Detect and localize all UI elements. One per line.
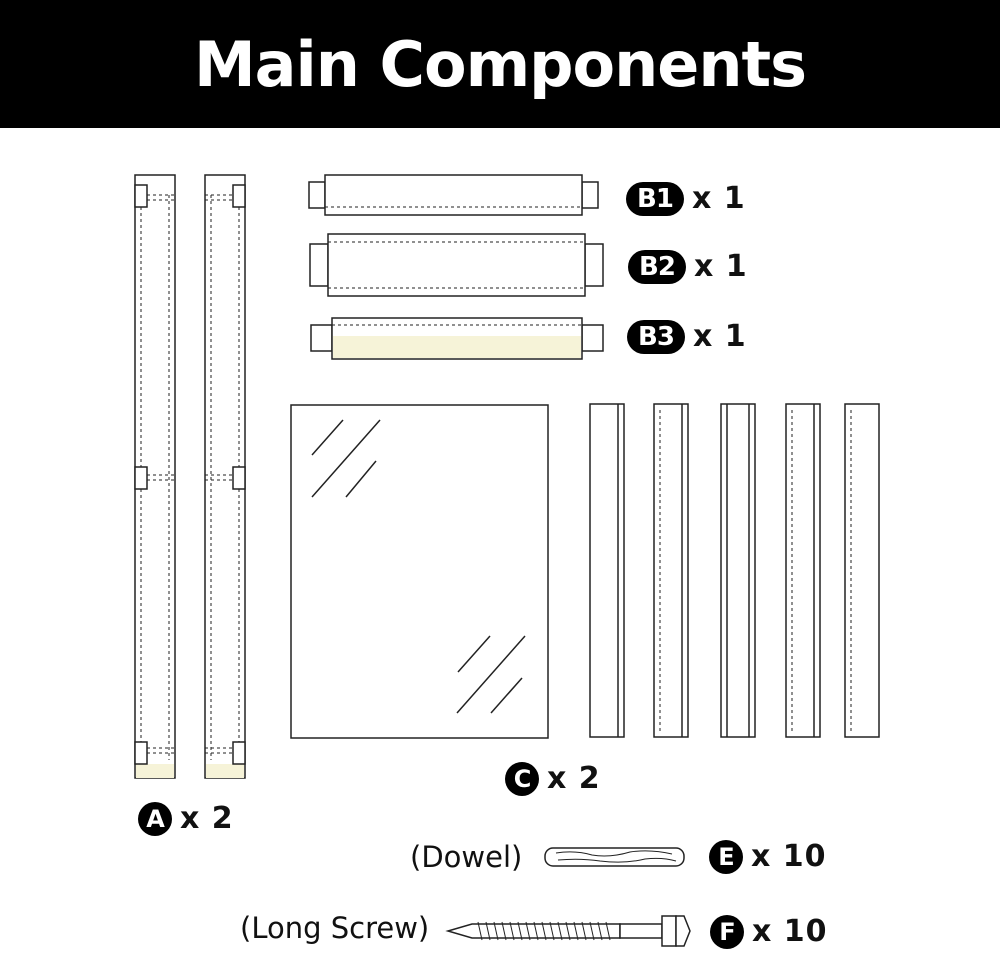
part-e-label: E x 10 bbox=[709, 839, 827, 874]
long-screw-description: (Long Screw) bbox=[240, 911, 430, 945]
part-b2-quantity: x 1 bbox=[694, 249, 748, 284]
header-bar: Main Components bbox=[0, 0, 1000, 128]
part-e-quantity: x 10 bbox=[751, 839, 827, 874]
part-a-badge: A bbox=[138, 801, 172, 836]
part-a-post-left bbox=[134, 174, 176, 779]
part-d-slats bbox=[589, 403, 880, 738]
part-a-label: A x 2 bbox=[138, 801, 234, 836]
part-b3-rail bbox=[310, 317, 604, 360]
part-e-badge: E bbox=[709, 839, 743, 874]
part-b2-badge: B2 bbox=[628, 249, 686, 284]
part-c-quantity: x 2 bbox=[547, 761, 601, 796]
part-b1-rail bbox=[308, 174, 599, 216]
part-a-post-right bbox=[204, 174, 246, 779]
part-f-badge: F bbox=[710, 914, 744, 949]
dowel-description: (Dowel) bbox=[410, 840, 523, 874]
dowel-illustration bbox=[544, 847, 685, 867]
part-c-badge: C bbox=[505, 761, 539, 796]
part-c-glass-panel bbox=[290, 404, 549, 739]
part-b1-badge: B1 bbox=[626, 181, 684, 216]
part-b3-label: B3 x 1 bbox=[627, 319, 747, 354]
long-screw-illustration bbox=[445, 915, 691, 947]
part-b3-badge: B3 bbox=[627, 319, 685, 354]
part-b3-quantity: x 1 bbox=[693, 319, 747, 354]
part-f-quantity: x 10 bbox=[752, 914, 828, 949]
part-b2-label: B2 x 1 bbox=[628, 249, 748, 284]
part-b1-quantity: x 1 bbox=[692, 181, 746, 216]
part-f-label: F x 10 bbox=[710, 914, 828, 949]
page-title: Main Components bbox=[193, 27, 807, 101]
part-b2-rail bbox=[309, 233, 604, 297]
part-c-label: C x 2 bbox=[505, 761, 601, 796]
part-a-quantity: x 2 bbox=[180, 801, 234, 836]
part-b1-label: B1 x 1 bbox=[626, 181, 746, 216]
